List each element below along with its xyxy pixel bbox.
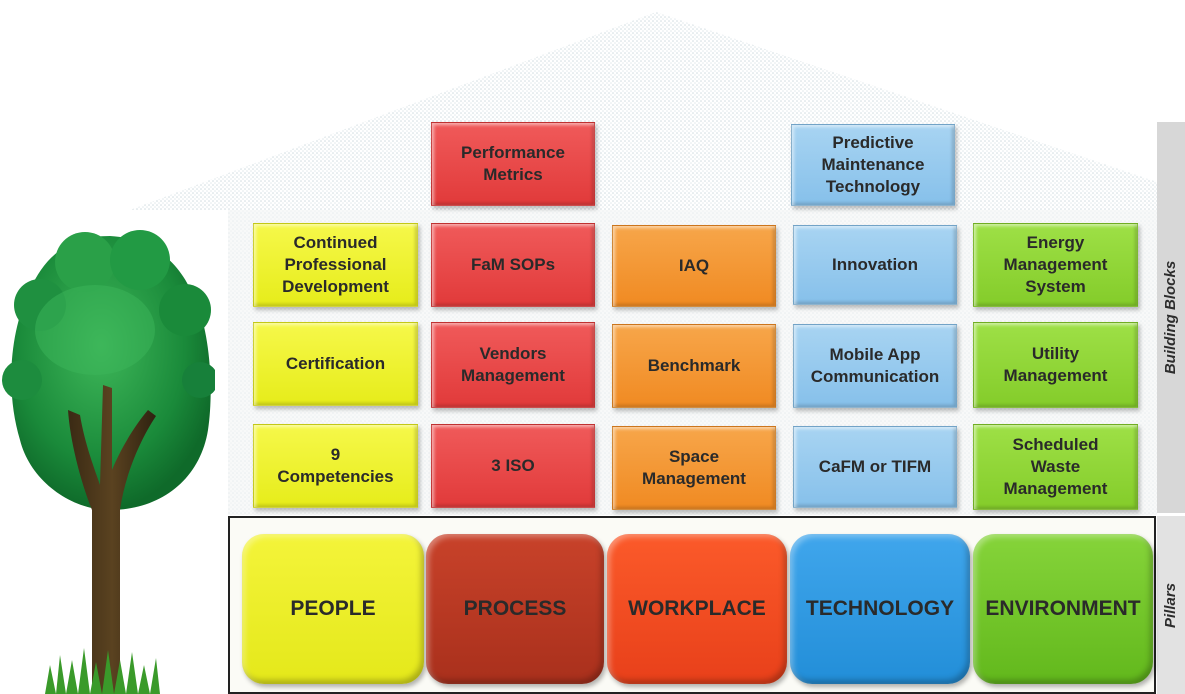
block-label: Space Management	[642, 447, 746, 488]
block-label: Energy Management System	[1003, 233, 1108, 296]
pillars-bar	[1157, 516, 1185, 694]
block-energy-management-system: Energy Management System	[973, 223, 1138, 307]
pillar-process: PROCESS	[426, 534, 604, 684]
building-blocks-bar	[1157, 122, 1185, 513]
pillar-environment: ENVIRONMENT	[973, 534, 1153, 684]
block-predictive-maintenance: Predictive Maintenance Technology	[791, 124, 955, 206]
block-performance-metrics: Performance Metrics	[431, 122, 595, 206]
block-continued-professional-development: Continued Professional Development	[253, 223, 418, 307]
block-certification: Certification	[253, 322, 418, 406]
block-innovation: Innovation	[793, 225, 957, 305]
pillars-label-wrap: Pillars	[1159, 516, 1183, 694]
pillar-label: WORKPLACE	[628, 597, 766, 620]
block-label: FaM SOPs	[470, 255, 556, 274]
block-label: Predictive Maintenance Technology	[821, 133, 925, 196]
block-label: Continued Professional Development	[282, 233, 389, 296]
building-blocks-label-wrap: Building Blocks	[1159, 122, 1183, 513]
block-label: Innovation	[832, 255, 918, 274]
block-vendors-management: Vendors Management	[431, 322, 595, 408]
block-label: Certification	[285, 354, 386, 373]
block-utility-management: Utility Management	[973, 322, 1138, 408]
building-blocks-label: Building Blocks	[1162, 260, 1180, 375]
block-scheduled-waste-management: Scheduled Waste Management	[973, 424, 1138, 510]
block-mobile-app-communication: Mobile App Communication	[793, 324, 957, 408]
pillar-label: TECHNOLOGY	[805, 597, 955, 620]
block-label: Performance Metrics	[461, 143, 565, 184]
pillar-people: PEOPLE	[242, 534, 424, 684]
block-label: Scheduled Waste Management	[1003, 435, 1108, 498]
block-label: CaFM or TIFM	[818, 457, 932, 476]
pillar-workplace: WORKPLACE	[607, 534, 787, 684]
block-benchmark: Benchmark	[612, 324, 776, 408]
block-label: Vendors Management	[461, 344, 565, 385]
block-label: Utility Management	[1003, 344, 1108, 385]
pillar-label: PEOPLE	[290, 597, 376, 620]
block-cafm-or-tifm: CaFM or TIFM	[793, 426, 957, 508]
block-label: 3 ISO	[491, 456, 535, 475]
pillar-label: PROCESS	[463, 597, 567, 620]
block-fam-sops: FaM SOPs	[431, 223, 595, 307]
block-label: IAQ	[678, 256, 710, 275]
block-label: 9 Competencies	[277, 445, 394, 486]
block-9-competencies: 9 Competencies	[253, 424, 418, 508]
block-label: Benchmark	[647, 356, 741, 375]
pillar-technology: TECHNOLOGY	[790, 534, 970, 684]
block-iaq: IAQ	[612, 225, 776, 307]
pillars-label: Pillars	[1162, 582, 1180, 628]
block-label: Mobile App Communication	[810, 345, 940, 386]
block-3-iso: 3 ISO	[431, 424, 595, 508]
tree-icon	[2, 230, 215, 694]
block-space-management: Space Management	[612, 426, 776, 510]
pillar-label: ENVIRONMENT	[985, 597, 1141, 620]
